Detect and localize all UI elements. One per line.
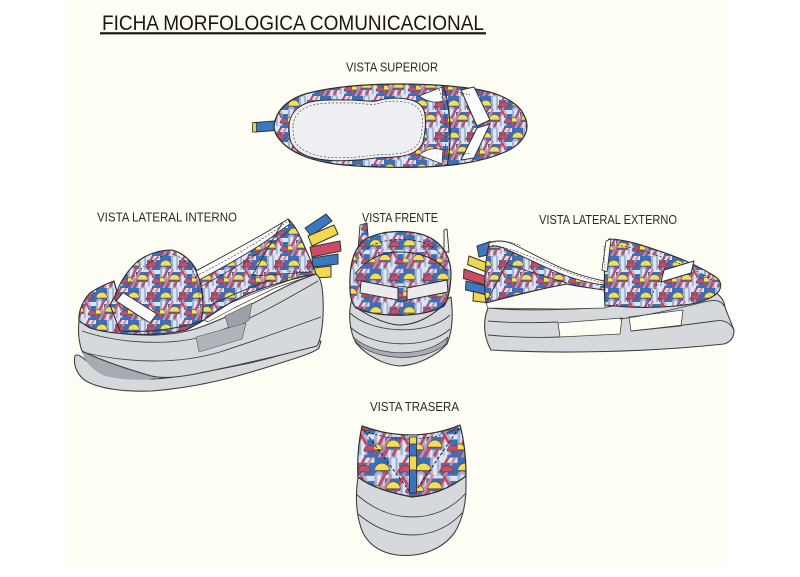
svg-text:VISTA TRASERA: VISTA TRASERA (370, 400, 460, 414)
svg-text:VISTA LATERAL INTERNO: VISTA LATERAL INTERNO (97, 211, 237, 225)
svg-text:FICHA MORFOLOGICA COMUNICACION: FICHA MORFOLOGICA COMUNICACIONAL (102, 11, 484, 35)
svg-text:VISTA SUPERIOR: VISTA SUPERIOR (346, 61, 438, 75)
svg-text:VISTA LATERAL EXTERNO: VISTA LATERAL EXTERNO (539, 213, 677, 227)
svg-text:VISTA FRENTE: VISTA FRENTE (362, 211, 438, 225)
